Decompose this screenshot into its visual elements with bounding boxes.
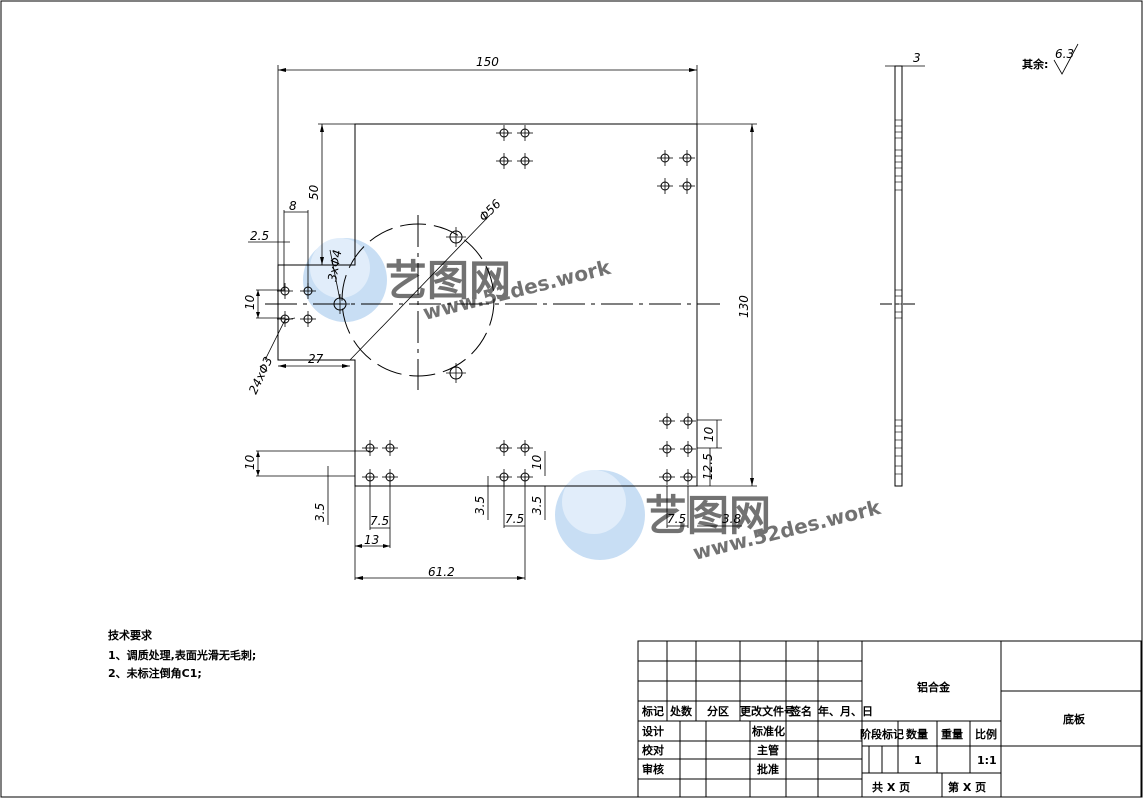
side-view-hole-lines	[895, 119, 902, 475]
header-change-doc: 更改文件号	[740, 704, 795, 718]
header-mark: 标记	[641, 704, 664, 718]
hole-small	[679, 150, 695, 166]
roughness-value: 6.3	[1055, 47, 1074, 61]
dim-13: 13	[364, 533, 379, 547]
dim-7-5-a: 7.5	[370, 514, 389, 528]
title-block-texts: 铝合金 底板 标记 处数 分区 更改文件号 签名 年、月、日 设计 标准化 校对…	[641, 680, 1086, 794]
dim-3-5-c: 3.5	[530, 496, 544, 515]
tech-req-item-2: 2、未标注倒角C1;	[108, 666, 202, 680]
plate-side-view	[880, 65, 925, 487]
hole-large	[446, 227, 466, 247]
header-sign: 签名	[789, 704, 812, 718]
hole-small	[517, 153, 533, 169]
design-label: 设计	[642, 724, 664, 738]
hole-small	[517, 440, 533, 456]
watermark-logo-2: 艺图网 www.52des.work	[555, 470, 884, 565]
hole-small	[680, 413, 696, 429]
dim-phi56: Φ56	[476, 196, 504, 224]
dim-7-5-c: 7.5	[667, 512, 686, 526]
hole-small	[657, 150, 673, 166]
dim-50: 50	[307, 184, 321, 200]
hole-small	[496, 440, 512, 456]
header-zone: 分区	[707, 704, 729, 718]
dim-thickness-3: 3	[913, 51, 921, 65]
hole-small	[659, 413, 675, 429]
hole-small	[382, 440, 398, 456]
dim-3xphi4: 3xΦ4	[325, 249, 344, 283]
watermark-cn-1: 艺图网	[385, 256, 511, 305]
hole-small	[659, 441, 675, 457]
header-date: 年、月、日	[818, 704, 873, 718]
hole-small	[680, 469, 696, 485]
dim-10-left: 10	[243, 294, 257, 310]
supervisor-label: 主管	[757, 743, 779, 757]
standardization-label: 标准化	[751, 724, 785, 738]
hole-small	[680, 441, 696, 457]
hole-small	[362, 440, 378, 456]
tech-req-title: 技术要求	[108, 628, 153, 642]
scale-label: 比例	[975, 727, 997, 741]
hole-small	[659, 469, 675, 485]
hole-pattern	[277, 125, 696, 485]
roughness-label: 其余:	[1022, 57, 1048, 71]
hole-small	[517, 125, 533, 141]
hole-small	[679, 178, 695, 194]
approve-label: 批准	[757, 762, 779, 776]
dim-150: 150	[476, 55, 499, 69]
dim-10-bottom-left: 10	[243, 454, 257, 470]
dim-10-mid: 10	[530, 454, 544, 470]
dim-61-2: 61.2	[428, 565, 455, 579]
watermark-logo-1: 艺图网 www.52des.work	[303, 238, 614, 325]
dim-3-8: 3.8	[722, 512, 741, 526]
title-block	[637, 640, 1142, 798]
dim-8: 8	[289, 199, 297, 213]
material: 铝合金	[917, 680, 951, 694]
dim-27: 27	[308, 352, 324, 366]
review-label: 审核	[642, 762, 664, 776]
dim-3-5-b: 3.5	[473, 496, 487, 515]
hole-small	[657, 178, 673, 194]
sheet-number: 第 X 页	[948, 780, 986, 794]
dim-3-5-a: 3.5	[313, 503, 327, 522]
check-label: 校对	[642, 743, 664, 757]
hole-small	[300, 311, 316, 327]
weight-label: 重量	[941, 727, 963, 741]
scale-value: 1:1	[977, 754, 997, 767]
tech-req-item-1: 1、调质处理,表面光滑无毛刺;	[108, 648, 256, 662]
total-sheets: 共 X 页	[872, 780, 910, 794]
quantity-label: 数量	[906, 727, 928, 741]
stage-mark-label: 阶段标记	[860, 727, 904, 741]
hole-small	[496, 153, 512, 169]
dim-12-5: 12.5	[701, 453, 715, 480]
dim-7-5-b: 7.5	[505, 512, 524, 526]
watermark-cn-2: 艺图网	[645, 491, 771, 540]
quantity-value: 1	[914, 754, 922, 767]
dim-2-5: 2.5	[250, 229, 269, 243]
roughness-symbol	[1053, 43, 1079, 75]
hole-small	[277, 283, 293, 299]
hole-small	[496, 125, 512, 141]
dimension-arrows	[256, 68, 754, 580]
dim-24xphi3: 24xΦ3	[246, 355, 275, 397]
header-count: 处数	[669, 704, 693, 718]
dim-130: 130	[737, 295, 751, 318]
hole-large	[446, 363, 466, 383]
part-name: 底板	[1063, 712, 1086, 726]
dim-10-right: 10	[702, 426, 716, 442]
